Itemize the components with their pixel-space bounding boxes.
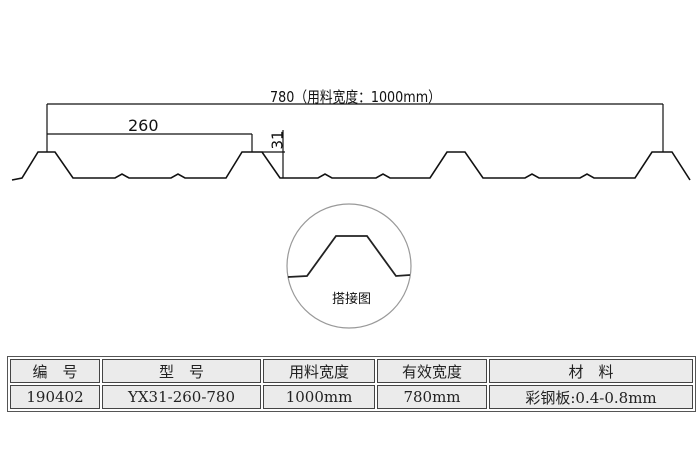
overall-width-dimension: 780（用料宽度：1000mm） (270, 88, 441, 106)
overlap-detail-circle (286, 203, 412, 329)
header-code: 编 号 (10, 359, 100, 383)
panel-profile (11, 151, 691, 181)
header-material: 材 料 (489, 359, 693, 383)
height-dimension: 31 (268, 130, 287, 150)
table-header-row: 编 号 型 号 用料宽度 有效宽度 材 料 (10, 359, 693, 383)
pitch-dimension: 260 (128, 116, 159, 135)
cell-code: 190402 (10, 385, 100, 409)
table-row: 190402 YX31-260-780 1000mm 780mm 彩钢板:0.4… (10, 385, 693, 409)
overlap-detail-label: 搭接图 (332, 292, 372, 307)
cell-model: YX31-260-780 (102, 385, 261, 409)
header-model: 型 号 (102, 359, 261, 383)
cell-material-width: 1000mm (263, 385, 375, 409)
header-material-width: 用料宽度 (263, 359, 375, 383)
dimension-lines (46, 103, 664, 178)
cell-material: 彩钢板:0.4-0.8mm (489, 385, 693, 409)
overlap-detail-profile (287, 235, 411, 278)
header-effective-width: 有效宽度 (377, 359, 487, 383)
spec-table: 编 号 型 号 用料宽度 有效宽度 材 料 190402 YX31-260-78… (7, 356, 696, 412)
cell-effective-width: 780mm (377, 385, 487, 409)
